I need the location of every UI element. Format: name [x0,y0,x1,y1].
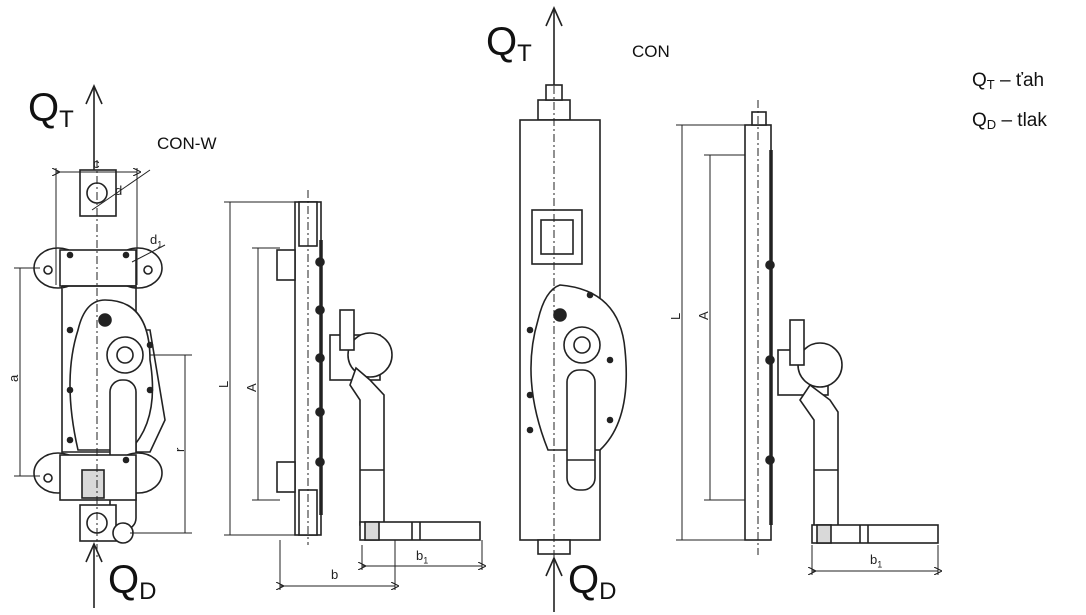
dim-c: c [93,156,100,171]
con-crank-arm [566,369,596,491]
legend-pull: QT – ťah [972,70,1045,92]
dim-b1-con: b1 [870,552,883,570]
dim-a: a [6,374,21,382]
dim-r: r [172,447,187,452]
model-label-con-w: CON-W [157,134,217,153]
dim-b1-con-w: b1 [416,548,429,566]
con-w-pull-force-label: QT [28,86,74,133]
dim-L-con: L [668,312,683,320]
dim-A-con-w: A [244,383,259,392]
con-side-view [676,100,938,575]
con-w-side-view [224,190,482,590]
con-w-top-head [79,169,117,217]
con-front-view [519,70,628,570]
con-w-side-crank [349,366,385,526]
con-gear-housing [530,284,628,451]
con-side-crank [799,383,839,529]
con-w-push-force-label: QD [108,558,157,605]
dim-b: b [331,567,339,582]
con-pull-force-label: QT [486,20,532,67]
con-w-front-view [14,160,192,560]
legend-push: QD – tlak [972,110,1047,132]
force-arrows [85,6,563,612]
dim-d: d [115,183,123,198]
con-push-force-label: QD [568,558,617,605]
dim-L-con-w: L [216,380,231,388]
model-label-con: CON [632,42,670,61]
dim-d1: d1 [150,232,163,250]
con-side-handle [811,524,939,544]
dim-A-con: A [696,311,711,320]
